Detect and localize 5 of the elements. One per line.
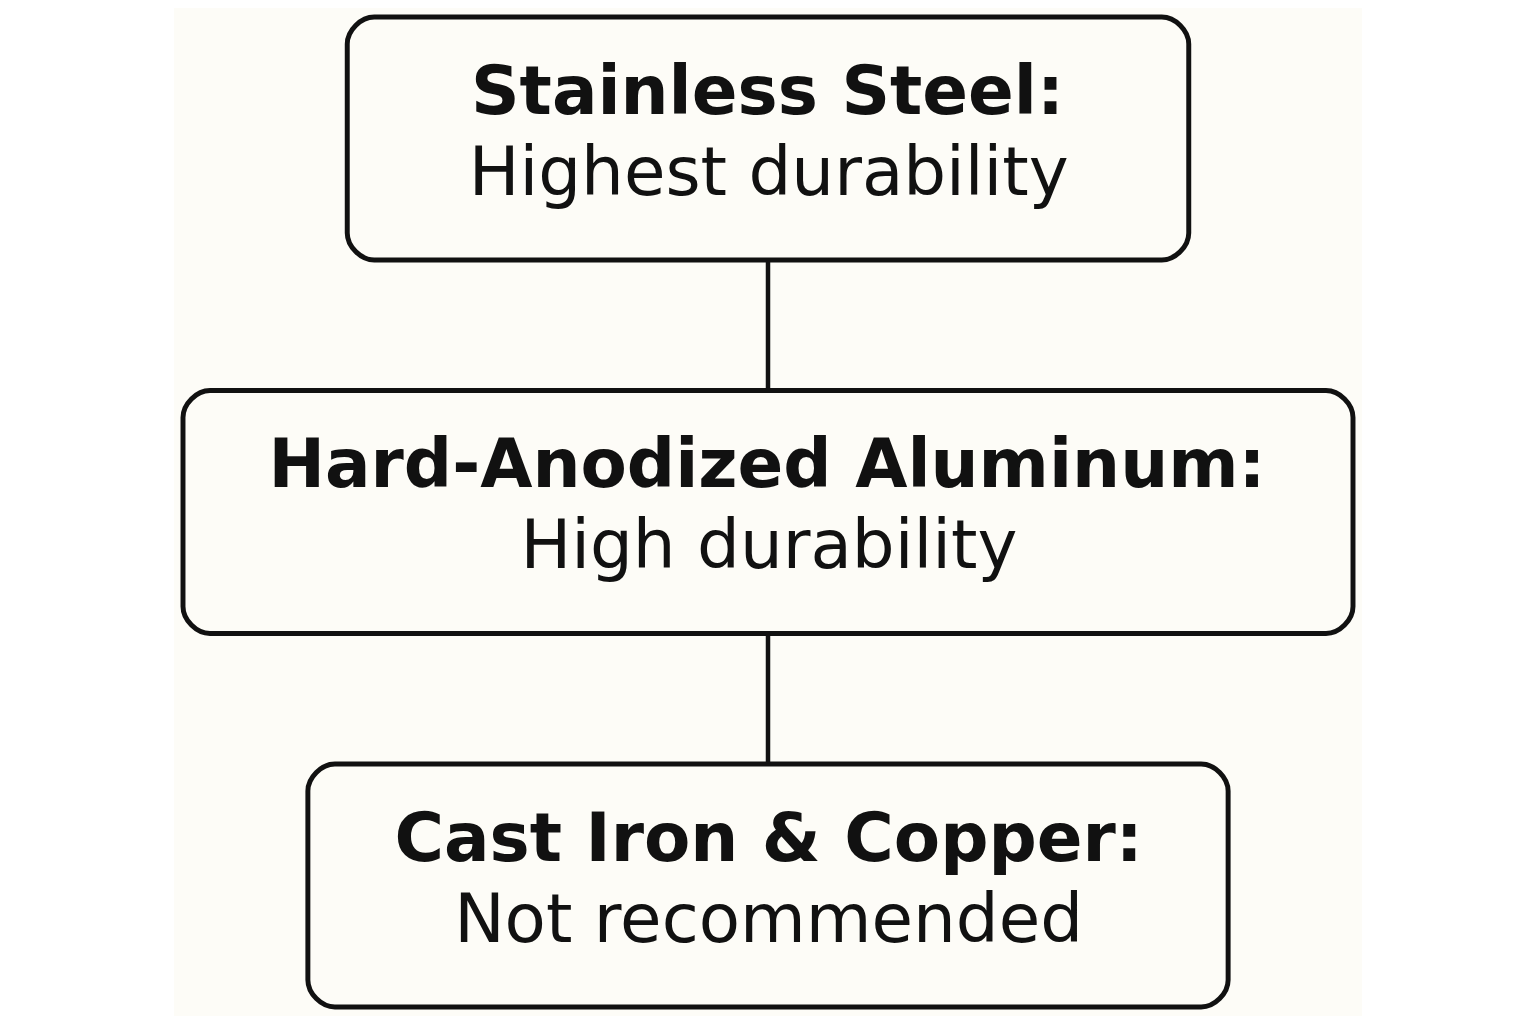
connector <box>765 260 771 390</box>
node-box: Hard-Anodized Aluminum: High durability <box>180 388 1356 636</box>
connector <box>765 634 771 764</box>
node-box: Cast Iron & Copper: Not recommended <box>305 761 1231 1010</box>
node-box: Stainless Steel: Highest durability <box>344 14 1192 263</box>
